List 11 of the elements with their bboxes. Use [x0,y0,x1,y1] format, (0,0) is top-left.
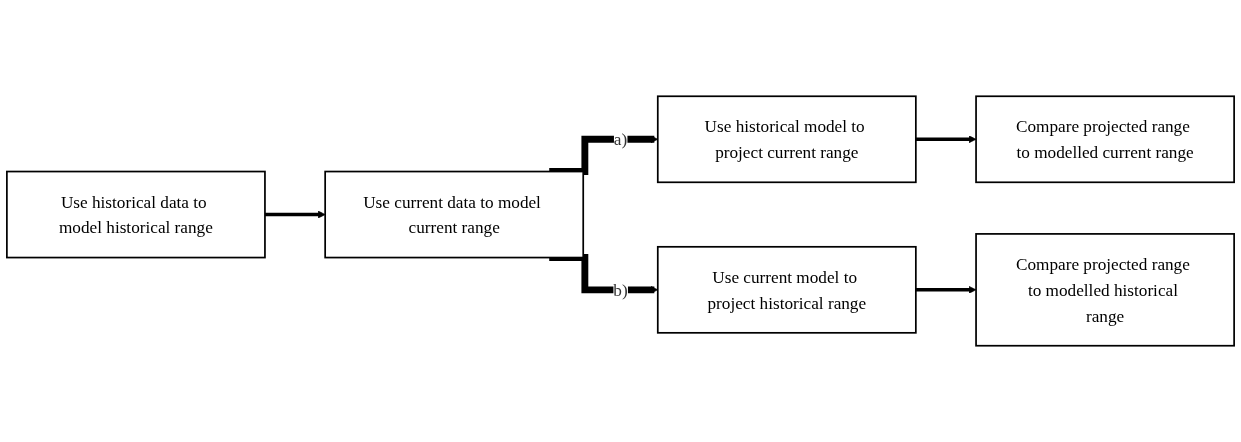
node-box: Use current data to model current range [324,170,585,259]
arrow [264,210,326,219]
arrow [915,135,977,144]
node-box: Compare projected range to modelled current range [975,95,1235,184]
node-box: Compare projected range to modelled historical range [975,233,1235,347]
arrow [915,286,977,294]
edge-label: a) [613,129,628,149]
node-box: Use current model to project historical range [656,245,917,334]
node-box: Use historical model to project current range [656,95,917,184]
edge-label: b) [613,280,628,300]
node-box: Use historical data to model historical range [6,170,266,259]
